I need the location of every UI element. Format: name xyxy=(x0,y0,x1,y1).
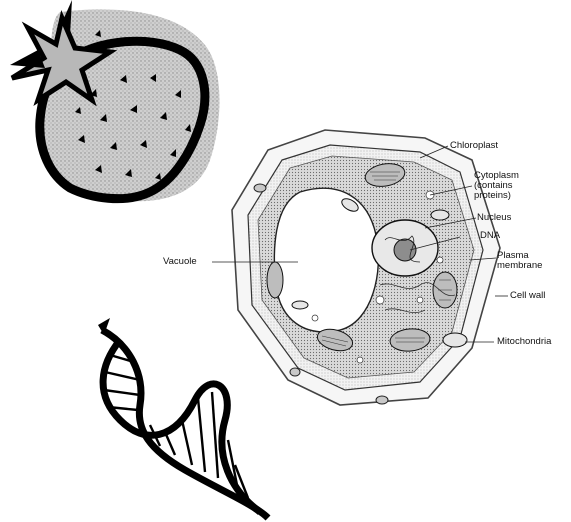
label-mitochondria: Mitochondria xyxy=(497,337,551,347)
strawberry-icon xyxy=(10,0,220,201)
label-cytoplasm-line3: proteins) xyxy=(474,191,519,201)
label-cell-wall: Cell wall xyxy=(510,291,545,301)
nucleolus xyxy=(394,239,416,261)
vacuole xyxy=(274,188,378,332)
label-plasma-membrane: Plasma membrane xyxy=(497,251,542,271)
label-cytoplasm: Cytoplasm (contains proteins) xyxy=(474,171,519,201)
plant-cell-illustration xyxy=(212,130,508,405)
label-vacuole: Vacuole xyxy=(163,257,197,267)
nucleus xyxy=(372,220,438,276)
label-chloroplast: Chloroplast xyxy=(450,141,498,151)
dna-double-helix-icon xyxy=(98,318,268,518)
label-nucleus: Nucleus xyxy=(477,213,511,223)
label-dna: DNA xyxy=(480,231,500,241)
label-plasma-line2: membrane xyxy=(497,261,542,271)
